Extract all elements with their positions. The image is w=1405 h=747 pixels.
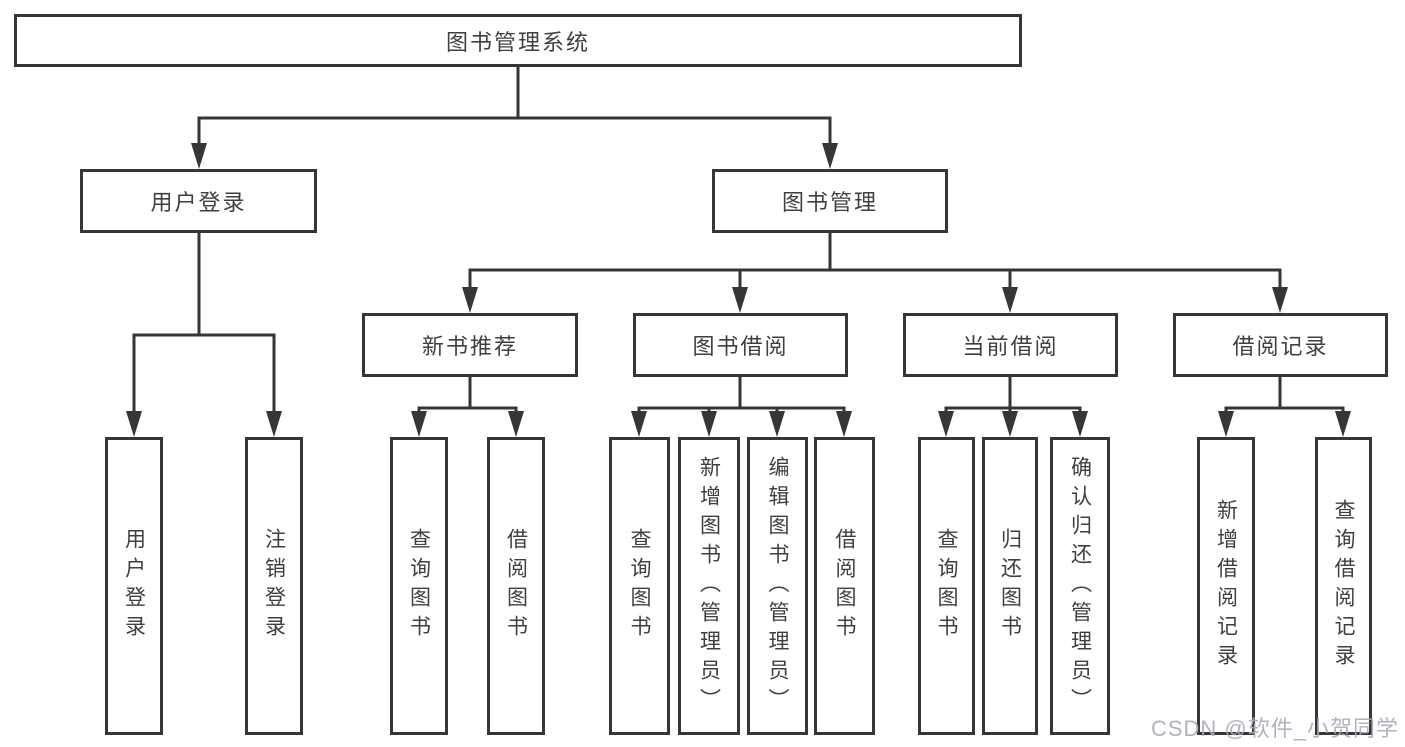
leaf-borrow-books-recommend: 借阅图书 <box>487 437 545 735</box>
csdn-watermark: CSDN @软件_小贺同学 <box>1150 716 1399 741</box>
leaf-confirm-return-admin: 确认归还（管理员） <box>1050 437 1110 735</box>
leaf-add-book-admin: 新增图书（管理员） <box>678 437 740 735</box>
leaf-query-borrow-record: 查询借阅记录 <box>1315 437 1372 735</box>
node-root: 图书管理系统 <box>14 14 1022 67</box>
leaf-query-books-borrow: 查询图书 <box>609 437 670 735</box>
node-current-borrow: 当前借阅 <box>903 313 1118 377</box>
leaf-query-books-current: 查询图书 <box>918 437 975 735</box>
tree-edges <box>132 67 1345 413</box>
leaf-borrow-books: 借阅图书 <box>814 437 875 735</box>
leaf-edit-book-admin: 编辑图书（管理员） <box>747 437 808 735</box>
leaf-return-book: 归还图书 <box>982 437 1038 735</box>
node-book-management: 图书管理 <box>712 169 948 233</box>
node-new-book-recommend: 新书推荐 <box>362 313 578 377</box>
leaf-user-login: 用户登录 <box>105 437 163 735</box>
node-user-login: 用户登录 <box>80 169 317 233</box>
arrowheads <box>126 143 1351 437</box>
node-book-borrow: 图书借阅 <box>633 313 848 377</box>
leaf-add-borrow-record: 新增借阅记录 <box>1197 437 1255 735</box>
leaf-logout: 注销登录 <box>245 437 303 735</box>
node-borrow-records: 借阅记录 <box>1173 313 1388 377</box>
leaf-query-books-recommend: 查询图书 <box>390 437 448 735</box>
